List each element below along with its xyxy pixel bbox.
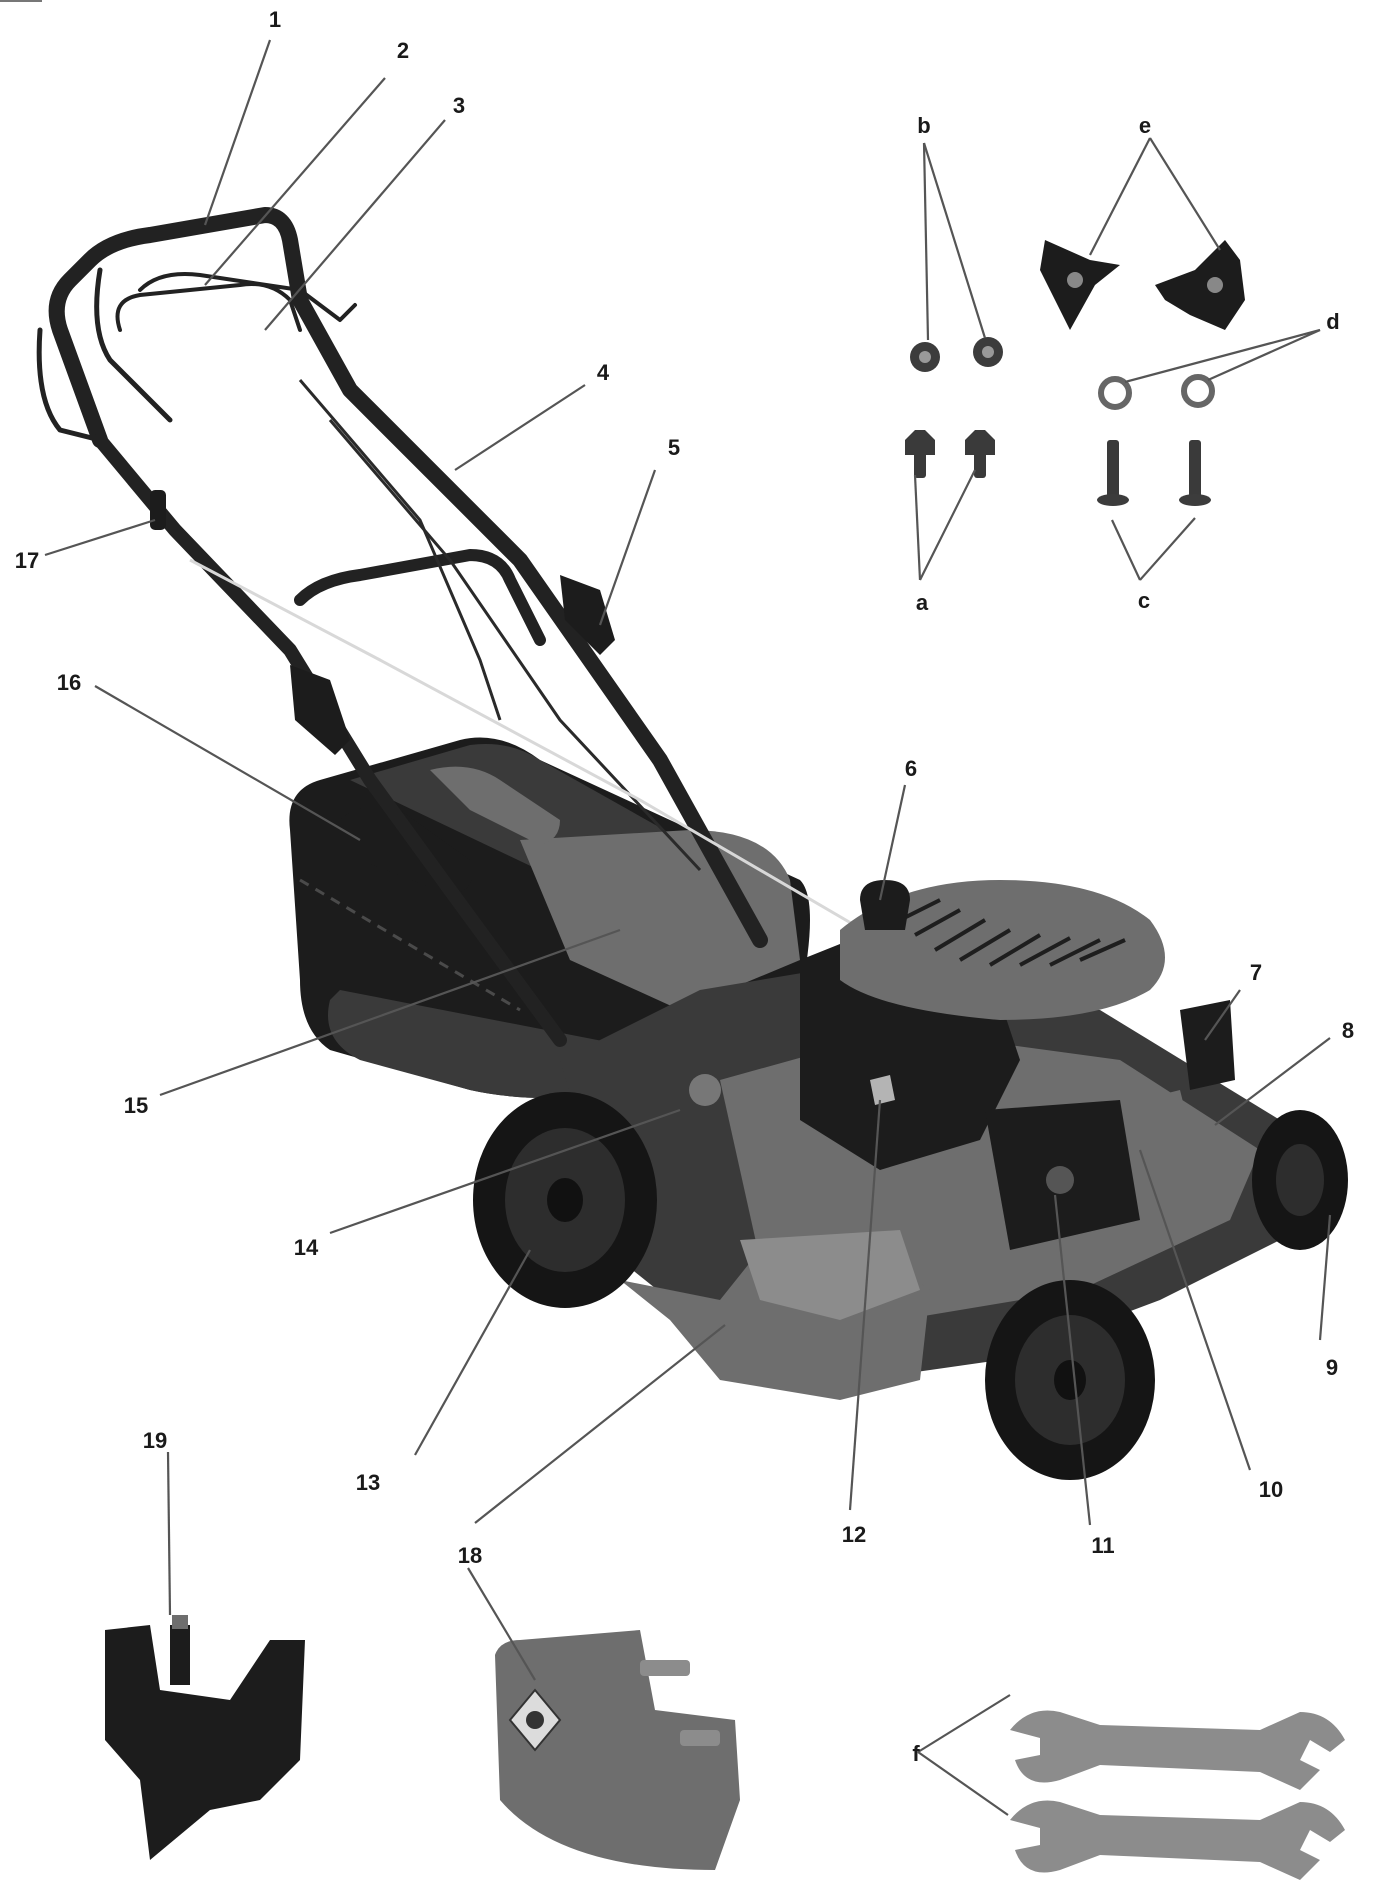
nuts-b: [910, 337, 1003, 372]
oil-cap: [860, 880, 910, 930]
leader-f2: [917, 1751, 1009, 1816]
leader-15: [159, 928, 621, 1097]
callout-8: 8: [1342, 1018, 1354, 1043]
leader-3: [264, 119, 446, 331]
callout-16: 16: [57, 670, 81, 695]
leader-e2: [1149, 137, 1221, 251]
leader-8: [1214, 1037, 1331, 1126]
corner-mark: [0, 0, 42, 2]
callout-6: 6: [905, 756, 917, 781]
washers-d: [1098, 374, 1215, 410]
callout-9: 9: [1326, 1355, 1338, 1380]
height-adjust-knob: [689, 1074, 721, 1106]
leader-10: [1138, 1149, 1252, 1471]
star-knobs-e: [1040, 240, 1245, 330]
leader-d1: [1124, 328, 1321, 384]
callout-3: 3: [453, 93, 465, 118]
callout-17: 17: [15, 548, 39, 573]
leader-7: [1204, 989, 1241, 1041]
throttle-lever: [870, 1075, 895, 1105]
side-discharge-chute-18: [495, 1630, 740, 1870]
callout-18: 18: [458, 1543, 482, 1568]
air-filter: [1140, 1090, 1195, 1165]
leader-d2: [1207, 328, 1321, 382]
cable-clip: [150, 490, 166, 530]
callout-f: f: [912, 1741, 920, 1766]
callout-a: a: [916, 590, 929, 615]
leader-18: [474, 1324, 726, 1524]
leader-5: [598, 469, 657, 626]
leader-2: [204, 77, 386, 286]
handle-knob-left: [290, 665, 350, 755]
callout-12: 12: [842, 1522, 866, 1547]
leader-12: [848, 1099, 882, 1511]
bolts-c: [1097, 440, 1211, 506]
callout-19: 19: [143, 1428, 167, 1453]
leader-b1: [922, 142, 930, 341]
leader-lines: [44, 39, 1332, 1816]
leader-18b: [467, 1567, 536, 1681]
leader-13: [414, 1249, 531, 1456]
leader-c2: [1139, 517, 1196, 581]
leader-9: [1318, 1214, 1332, 1341]
callout-15: 15: [124, 1093, 148, 1118]
leader-19: [166, 1451, 172, 1616]
callout-c: c: [1138, 588, 1150, 613]
leader-11: [1053, 1194, 1092, 1526]
callout-14: 14: [294, 1235, 319, 1260]
callout-10: 10: [1259, 1477, 1283, 1502]
callout-5: 5: [668, 435, 680, 460]
leader-b2: [922, 142, 987, 339]
callout-7: 7: [1250, 960, 1262, 985]
callout-e: e: [1139, 113, 1151, 138]
callout-13: 13: [356, 1470, 380, 1495]
callout-11: 11: [1091, 1533, 1114, 1558]
leader-6: [878, 784, 907, 901]
leader-e1: [1089, 137, 1151, 256]
control-bail: [115, 272, 357, 332]
leader-17: [44, 518, 156, 557]
bolts-a: [905, 430, 995, 478]
leader-4: [454, 384, 586, 471]
far-front-wheel: [1252, 1110, 1348, 1250]
leader-16: [94, 685, 361, 841]
callout-d: d: [1326, 309, 1339, 334]
front-wheel: [985, 1280, 1155, 1480]
leader-f1: [917, 1694, 1011, 1753]
lawn-mower: [36, 207, 1348, 1480]
handle-knob-right: [560, 575, 615, 655]
leader-a1: [913, 474, 922, 581]
mulching-plug-19: [105, 1615, 305, 1860]
leader-c1: [1111, 519, 1141, 581]
callout-2: 2: [397, 38, 409, 63]
engine: [800, 880, 1235, 1250]
callout-4: 4: [597, 360, 610, 385]
grass-catcher: [289, 737, 810, 1098]
spanners-f: [1010, 1710, 1345, 1880]
callout-b: b: [917, 113, 930, 138]
callout-1: 1: [269, 7, 281, 32]
leader-1: [203, 39, 272, 226]
rear-wheel: [473, 1092, 657, 1308]
leader-14: [329, 1108, 681, 1235]
callout-labels: 1 2 3 4 5 6 7 8 9 10 11 12 13 14 15 16 1…: [15, 7, 1354, 1766]
muffler-outlet: [1046, 1166, 1074, 1194]
leader-a2: [919, 469, 976, 581]
